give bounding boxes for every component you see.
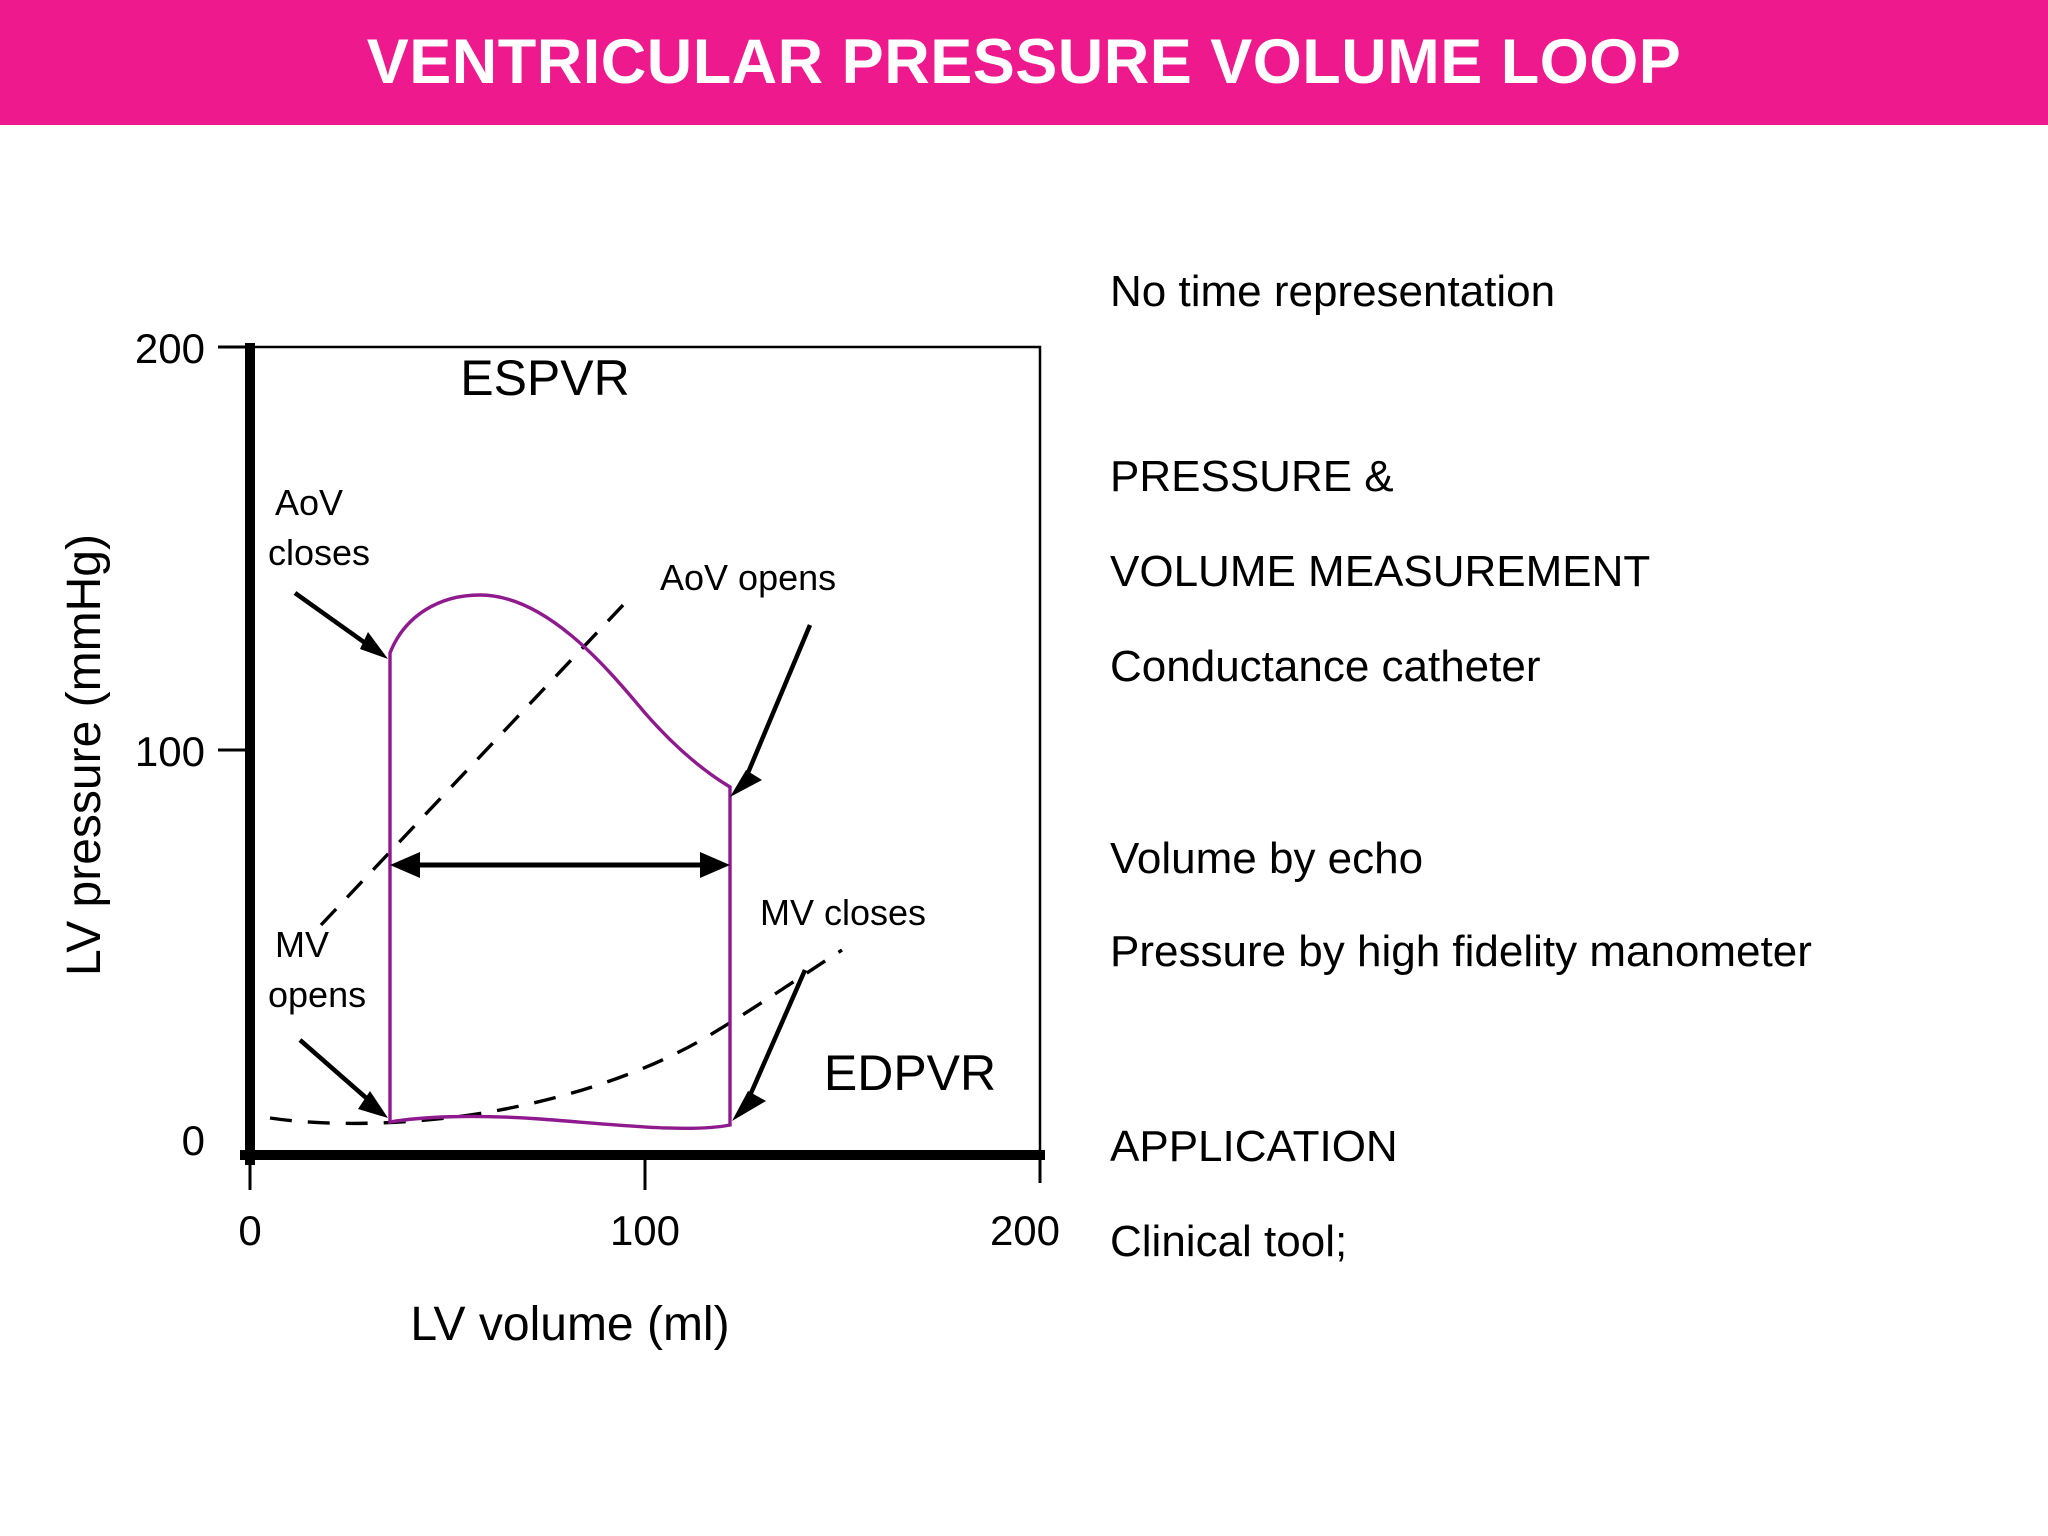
y-tick-label-200: 200 [135, 325, 205, 372]
pv-loop-svg: 200 100 0 0 100 200 LV volume (ml) LV pr… [58, 325, 1060, 1351]
notes-panel: No time representation PRESSURE & VOLUME… [1110, 125, 2048, 1536]
note-line-5: Volume by echo [1110, 834, 1424, 883]
pv-loop-curve [388, 593, 732, 1131]
y-tick-label-0: 0 [182, 1117, 205, 1164]
x-axis-title: LV volume (ml) [410, 1298, 729, 1351]
x-tick-label-200: 200 [990, 1207, 1060, 1254]
x-tick-label-0: 0 [238, 1207, 261, 1254]
aov-opens-label: AoV opens [660, 557, 836, 598]
espvr-label: ESPVR [460, 350, 630, 406]
plot-area-border [248, 345, 1042, 1154]
y-tick-label-100: 100 [135, 728, 205, 775]
mv-opens-label-line2: opens [268, 974, 366, 1015]
mv-closes-leader-arrow [732, 969, 808, 1121]
aov-closes-leader-arrow [293, 591, 388, 659]
aov-opens-leader-arrow [730, 624, 813, 797]
aov-closes-label-line2: closes [268, 532, 370, 573]
mv-opens-leader-arrow [298, 1038, 388, 1118]
note-line-1: No time representation [1110, 267, 1556, 316]
stroke-volume-arrow [390, 852, 730, 878]
note-line-6: Pressure by high fidelity manometer [1110, 927, 1812, 976]
page-title: VENTRICULAR PRESSURE VOLUME LOOP [366, 27, 1682, 97]
note-line-7: APPLICATION [1110, 1122, 1398, 1171]
note-line-3: VOLUME MEASUREMENT [1110, 547, 1651, 596]
aov-closes-label-line1: AoV [275, 482, 343, 523]
note-line-8: Clinical tool; [1110, 1217, 1348, 1266]
mv-opens-label-line1: MV [275, 924, 329, 965]
x-tick-label-100: 100 [610, 1207, 680, 1254]
mv-closes-label: MV closes [760, 892, 926, 933]
edpvr-label: EDPVR [824, 1045, 996, 1101]
y-axis-title: LV pressure (mmHg) [58, 534, 111, 976]
note-line-4: Conductance catheter [1110, 642, 1541, 691]
pv-loop-chart: 200 100 0 0 100 200 LV volume (ml) LV pr… [0, 125, 1100, 1536]
title-bar: VENTRICULAR PRESSURE VOLUME LOOP [0, 0, 2048, 125]
note-line-2: PRESSURE & [1110, 452, 1394, 501]
